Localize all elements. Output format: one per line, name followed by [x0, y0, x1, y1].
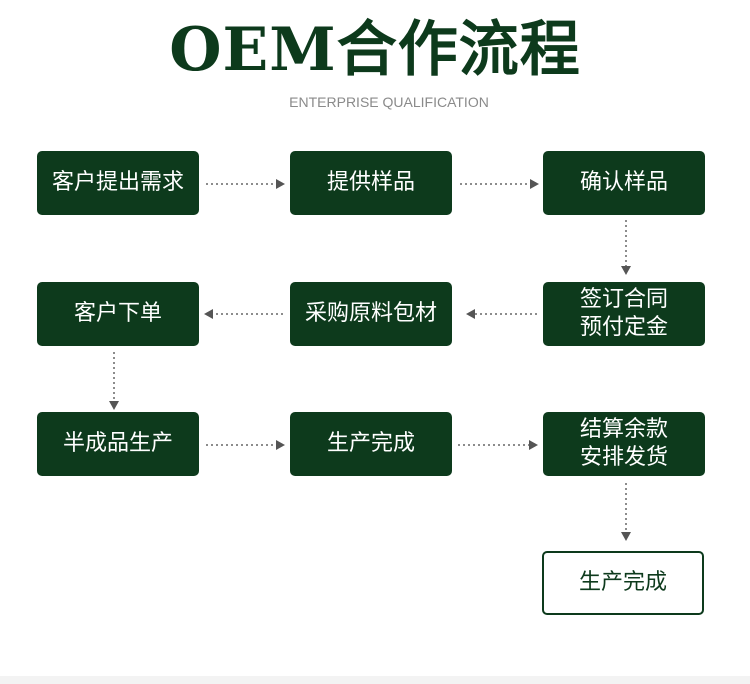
arrowhead-9-10 [621, 532, 631, 541]
step-confirm-sample: 确认样品 [543, 151, 705, 215]
arrowhead-4-5 [466, 309, 475, 319]
step-purchase-materials: 采购原料包材 [290, 282, 452, 346]
footer-band [0, 676, 750, 684]
arrowhead-6-7 [109, 401, 119, 410]
step-final-complete: 生产完成 [542, 551, 704, 615]
step-provide-sample: 提供样品 [290, 151, 452, 215]
arrowhead-5-6 [204, 309, 213, 319]
step-settle-ship: 结算余款 安排发货 [543, 412, 705, 476]
arrowhead-3-4 [621, 266, 631, 275]
page-subtitle: ENTERPRISE QUALIFICATION [289, 94, 489, 110]
arrowhead-8-9 [529, 440, 538, 450]
step-sign-contract: 签订合同 预付定金 [543, 282, 705, 346]
arrowhead-1-2 [276, 179, 285, 189]
step-customer-order: 客户下单 [37, 282, 199, 346]
step-semi-production: 半成品生产 [37, 412, 199, 476]
arrowhead-2-3 [530, 179, 539, 189]
step-customer-request: 客户提出需求 [37, 151, 199, 215]
arrowhead-7-8 [276, 440, 285, 450]
page-title: OEM合作流程 [169, 15, 581, 85]
step-production-done: 生产完成 [290, 412, 452, 476]
